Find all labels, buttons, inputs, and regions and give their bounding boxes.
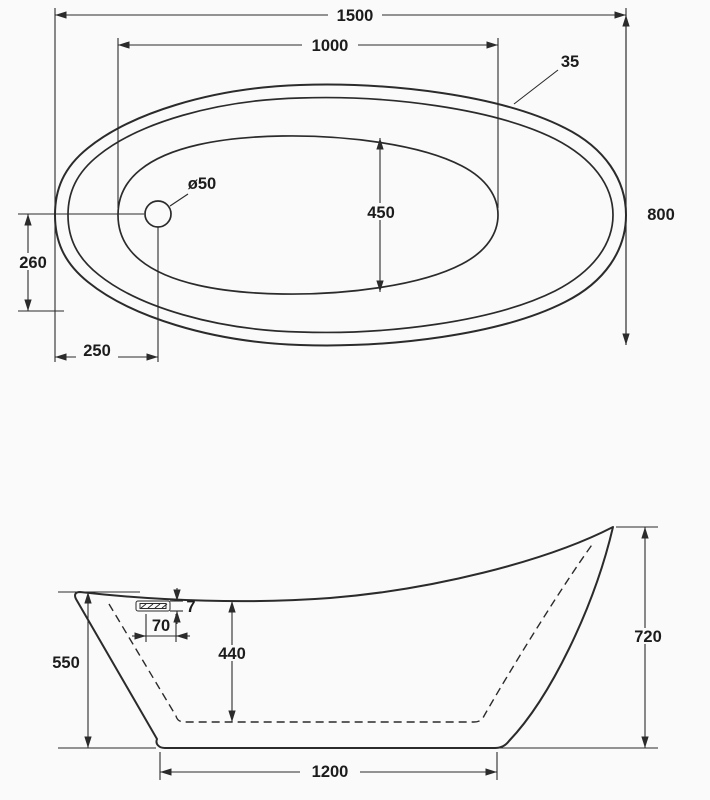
dim-label-1500: 1500 xyxy=(337,7,374,25)
top-view-extension-lines xyxy=(18,8,627,362)
tub-rim-outline xyxy=(67,96,614,334)
dim-back-height: 720 xyxy=(628,527,668,748)
dim-base-length: 1200 xyxy=(160,762,497,781)
dim-overflow-width: 70 xyxy=(132,617,190,640)
tub-inner-profile-dashed xyxy=(108,541,595,723)
side-view-extension-lines xyxy=(58,526,658,780)
tub-basin-outline xyxy=(117,135,499,295)
overflow-fitting xyxy=(135,600,171,612)
dim-overflow-height: 7 xyxy=(173,588,196,624)
dim-inner-length: 1000 xyxy=(118,37,498,55)
dim-label-o50: ø50 xyxy=(188,175,216,193)
dim-overall-width: 800 xyxy=(622,15,675,345)
dim-label-1000: 1000 xyxy=(312,37,349,55)
dim-drain-offset-side: 260 xyxy=(14,214,53,311)
dim-label-440: 440 xyxy=(218,645,246,663)
dim-drain-offset-end: 250 xyxy=(55,342,158,361)
dim-label-70: 70 xyxy=(152,617,170,635)
dim-label-250: 250 xyxy=(83,342,111,360)
dim-label-550: 550 xyxy=(52,654,80,672)
dim-inner-depth: 440 xyxy=(209,601,255,722)
dim-label-7: 7 xyxy=(186,598,195,616)
dim-label-800: 800 xyxy=(647,206,675,224)
dim-inner-width: 450 xyxy=(358,138,404,292)
side-view: 7 70 550 440 720 xyxy=(52,526,668,781)
dim-drain-diameter: ø50 xyxy=(169,175,216,207)
dim-rim-width: 35 xyxy=(513,53,579,105)
dim-label-1200: 1200 xyxy=(312,763,349,781)
dim-overall-length: 1500 xyxy=(55,7,626,25)
top-view: 1500 1000 35 800 450 xyxy=(14,7,675,362)
tub-side-profile xyxy=(74,526,614,749)
dim-label-450: 450 xyxy=(367,204,395,222)
dim-label-720: 720 xyxy=(634,628,662,646)
dim-front-height: 550 xyxy=(52,592,92,748)
dim-label-260: 260 xyxy=(19,254,47,272)
dim-label-35: 35 xyxy=(561,53,579,71)
tub-outer-outline xyxy=(54,83,627,347)
drain-circle xyxy=(144,200,172,228)
